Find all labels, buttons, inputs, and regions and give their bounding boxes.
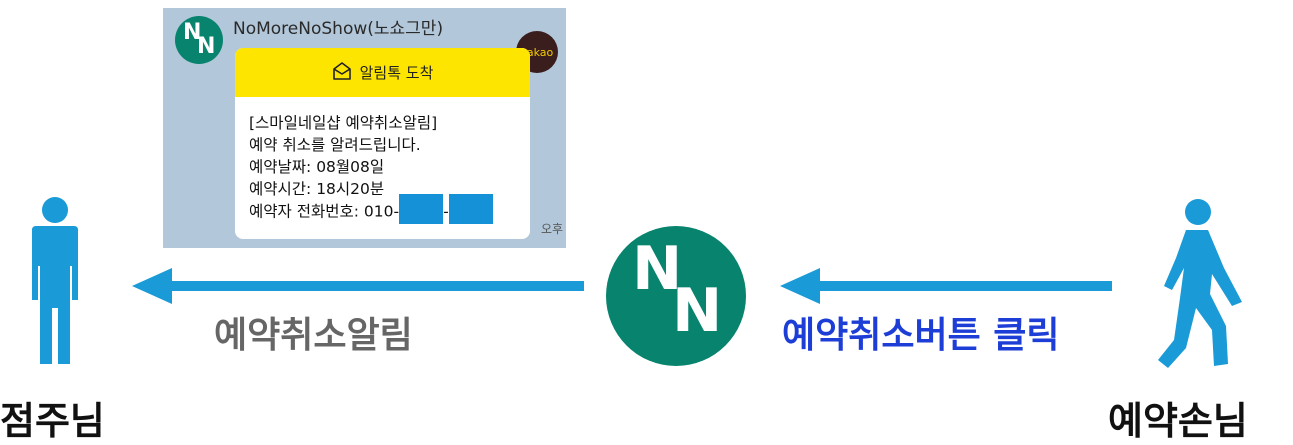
message-line: 예약 취소를 알려드립니다.: [249, 136, 421, 154]
logo-letter-n-bottom: N: [672, 276, 723, 346]
phone-line: 예약자 전화번호: 010- -: [249, 194, 524, 224]
phone-prefix: 예약자 전화번호: 010-: [249, 202, 400, 221]
cancel-notice-label: 예약취소알림: [214, 315, 413, 356]
nomorenoshow-avatar: N N: [175, 16, 223, 64]
kakao-notification-panel: N N NoMoreNoShow(노쇼그만) kakao 알림톡 도착 [스마일…: [163, 8, 566, 248]
message-line: [스마일네일샵 예약취소알림]: [249, 114, 438, 132]
redaction-block: [448, 194, 493, 224]
avatar-letter-n-bottom: N: [197, 34, 216, 59]
alimtalk-message-card: 알림톡 도착 [스마일네일샵 예약취소알림] 예약 취소를 알려드립니다. 예약…: [235, 48, 530, 239]
sender-name: NoMoreNoShow(노쇼그만): [233, 19, 444, 39]
standing-person-icon: [26, 196, 84, 368]
arrow-left-icon: [780, 268, 1112, 308]
envelope-icon: [332, 61, 352, 84]
nomorenoshow-logo: N N: [606, 226, 746, 366]
phone-separator: -: [443, 202, 449, 221]
avatar-letter-n-top: N: [183, 20, 202, 45]
cancel-button-click-label: 예약취소버튼 클릭: [782, 315, 1060, 356]
message-line: 예약날짜: 08월08일: [249, 158, 385, 176]
message-time-fragment: 오후: [541, 222, 564, 236]
arrow-left-icon: [132, 268, 584, 308]
redaction-block: [399, 194, 444, 224]
message-header: 알림톡 도착: [235, 48, 530, 97]
logo-letter-n-top: N: [632, 234, 683, 304]
customer-label: 예약손님: [1108, 399, 1248, 443]
walking-person-icon: [1150, 198, 1260, 370]
shop-owner-label: 점주님: [0, 399, 105, 443]
message-line: 예약시간: 18시20분: [249, 180, 385, 198]
message-header-label: 알림톡 도착: [359, 64, 434, 82]
message-body: [스마일네일샵 예약취소알림] 예약 취소를 알려드립니다. 예약날짜: 08월…: [249, 112, 524, 224]
